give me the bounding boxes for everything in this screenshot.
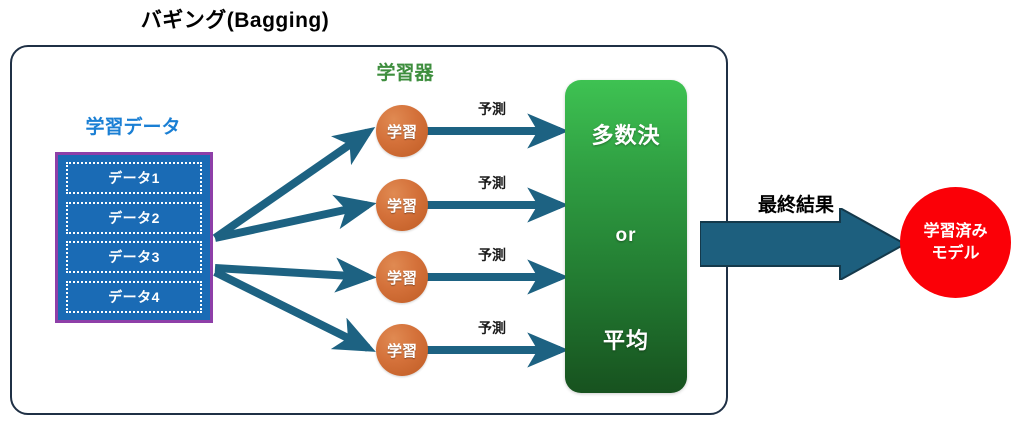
trained-model-line-2: モデル — [931, 244, 980, 262]
training-data-box: データ1 データ2 データ3 データ4 — [55, 152, 213, 323]
predict-label-2: 予測 — [478, 175, 506, 191]
data-item-3: データ3 — [66, 241, 202, 274]
trained-model-line-1: 学習済み — [923, 222, 988, 240]
data-item-2: データ2 — [66, 201, 202, 234]
predict-label-1: 予測 — [478, 101, 506, 117]
trained-model-circle: 学習済み モデル — [900, 187, 1011, 298]
data-item-4: データ4 — [66, 280, 202, 313]
aggregation-line-2: or — [615, 225, 637, 247]
aggregation-line-3: 平均 — [602, 328, 649, 354]
learner-circle-2: 学習 — [376, 179, 428, 231]
predict-label-4: 予測 — [478, 320, 506, 336]
page-title: バギング(Bagging) — [140, 9, 330, 32]
data-item-1: データ1 — [66, 162, 202, 194]
learner-circle-4: 学習 — [376, 324, 428, 376]
final-result-label: 最終結果 — [757, 195, 834, 216]
aggregation-line-1: 多数決 — [591, 122, 661, 148]
learner-circle-1: 学習 — [376, 105, 428, 157]
learner-circle-3: 学習 — [376, 251, 428, 303]
learner-label: 学習器 — [376, 63, 434, 84]
final-result-arrow — [700, 208, 905, 280]
aggregation-box: 多数決 or 平均 — [565, 80, 687, 393]
training-data-label: 学習データ — [85, 117, 181, 138]
predict-label-3: 予測 — [478, 247, 506, 263]
